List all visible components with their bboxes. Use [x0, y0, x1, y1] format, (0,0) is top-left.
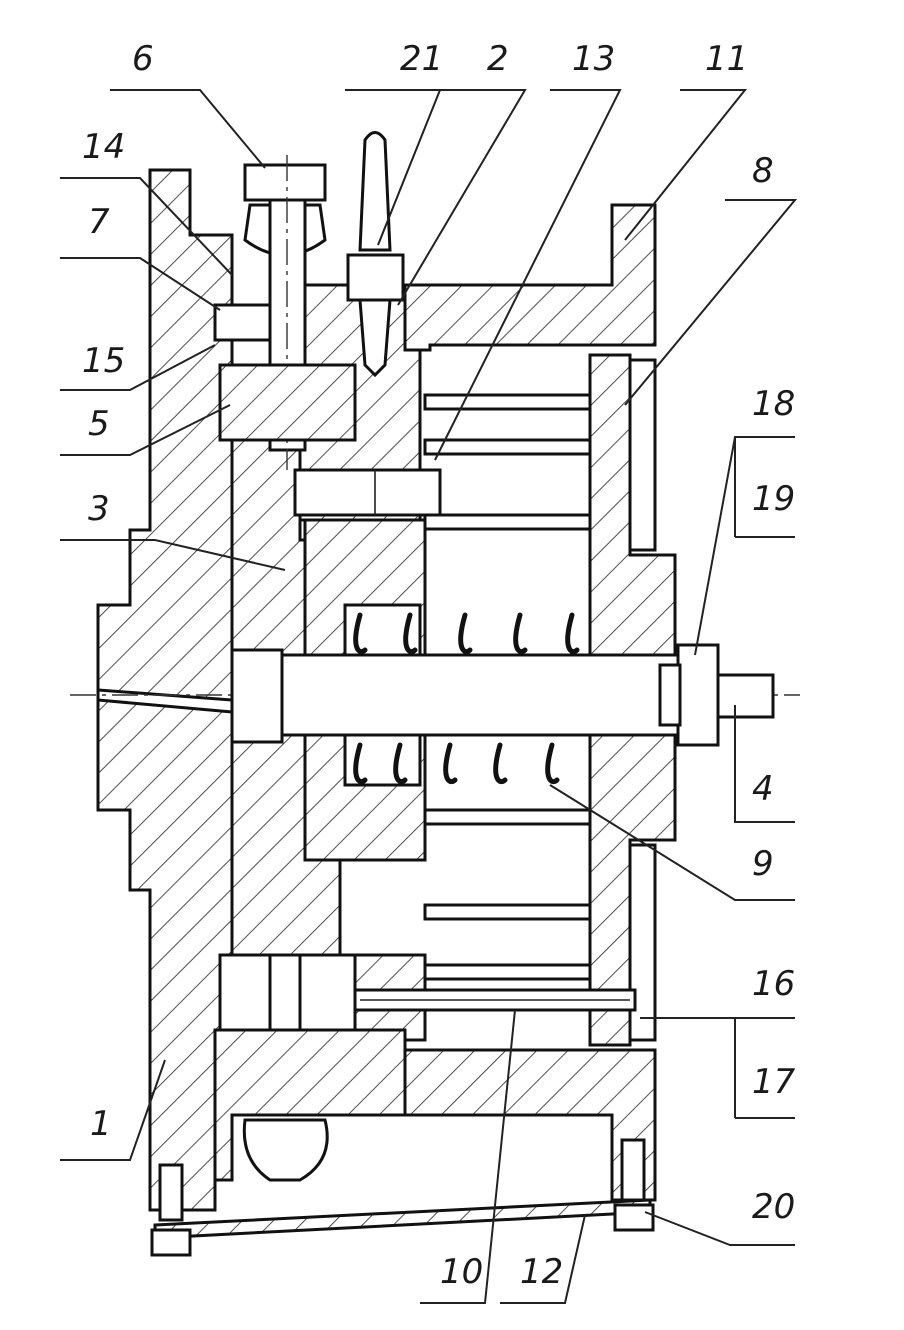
callout-17: 17 — [752, 1062, 796, 1102]
callout-9: 9 — [752, 844, 774, 884]
ejector-rod-cap — [268, 953, 302, 1032]
callout-8: 8 — [752, 151, 774, 191]
shaft-head — [230, 648, 284, 744]
callout-15: 15 — [82, 341, 125, 381]
handle-21 — [358, 131, 392, 252]
callout-2: 2 — [487, 39, 509, 79]
callout-20: 20 — [752, 1187, 795, 1227]
guide-pin-lower-3 — [423, 963, 592, 981]
ejector-retainer — [628, 358, 657, 552]
bottom-screw-left — [158, 1163, 184, 1222]
callout-3: 3 — [88, 489, 110, 529]
cover-plate-12 — [153, 1198, 652, 1240]
callout-13: 13 — [572, 39, 615, 79]
callout-11: 11 — [705, 39, 748, 79]
nozzle-seal-7 — [213, 303, 272, 342]
callout-21: 21 — [400, 39, 443, 79]
bolt-13 — [293, 468, 442, 517]
shaft-washer — [658, 663, 682, 727]
guide-pin-lower-2 — [423, 903, 592, 921]
spring-9 — [353, 612, 580, 785]
housing-bottom — [403, 1048, 657, 1202]
callout-12: 12 — [520, 1252, 563, 1292]
callout-18: 18 — [752, 384, 795, 424]
callout-7: 7 — [88, 202, 110, 242]
main-shaft — [243, 653, 687, 737]
callout-1: 1 — [90, 1104, 112, 1144]
shaft-end-4 — [716, 673, 775, 719]
callout-6: 6 — [132, 39, 154, 79]
bottom-knob — [242, 1118, 329, 1182]
guide-pin-upper-1 — [423, 393, 592, 411]
bottom-screw-right — [620, 1138, 646, 1202]
shaft-nut-18 — [676, 643, 720, 747]
fixed-clamp-plate — [96, 168, 234, 1212]
guide-pin-lower-1 — [423, 808, 592, 826]
lower-block — [213, 1028, 407, 1182]
bushing-5 — [218, 363, 357, 442]
guide-pin-upper-3 — [423, 513, 592, 531]
callout-5: 5 — [88, 404, 110, 444]
callout-19: 19 — [752, 479, 795, 519]
callout-4: 4 — [752, 769, 774, 809]
callout-16: 16 — [752, 964, 795, 1004]
bottom-nut-right — [613, 1203, 655, 1232]
callout-14: 14 — [82, 127, 125, 167]
bottom-nut-left — [150, 1228, 192, 1257]
handle-base — [346, 253, 405, 302]
leader-lines — [60, 89, 798, 1304]
callout-10: 10 — [440, 1252, 483, 1292]
guide-pin-upper-2 — [423, 438, 592, 456]
housing-top — [403, 203, 657, 352]
handle-pin — [358, 298, 392, 378]
knob-6 — [243, 163, 327, 202]
